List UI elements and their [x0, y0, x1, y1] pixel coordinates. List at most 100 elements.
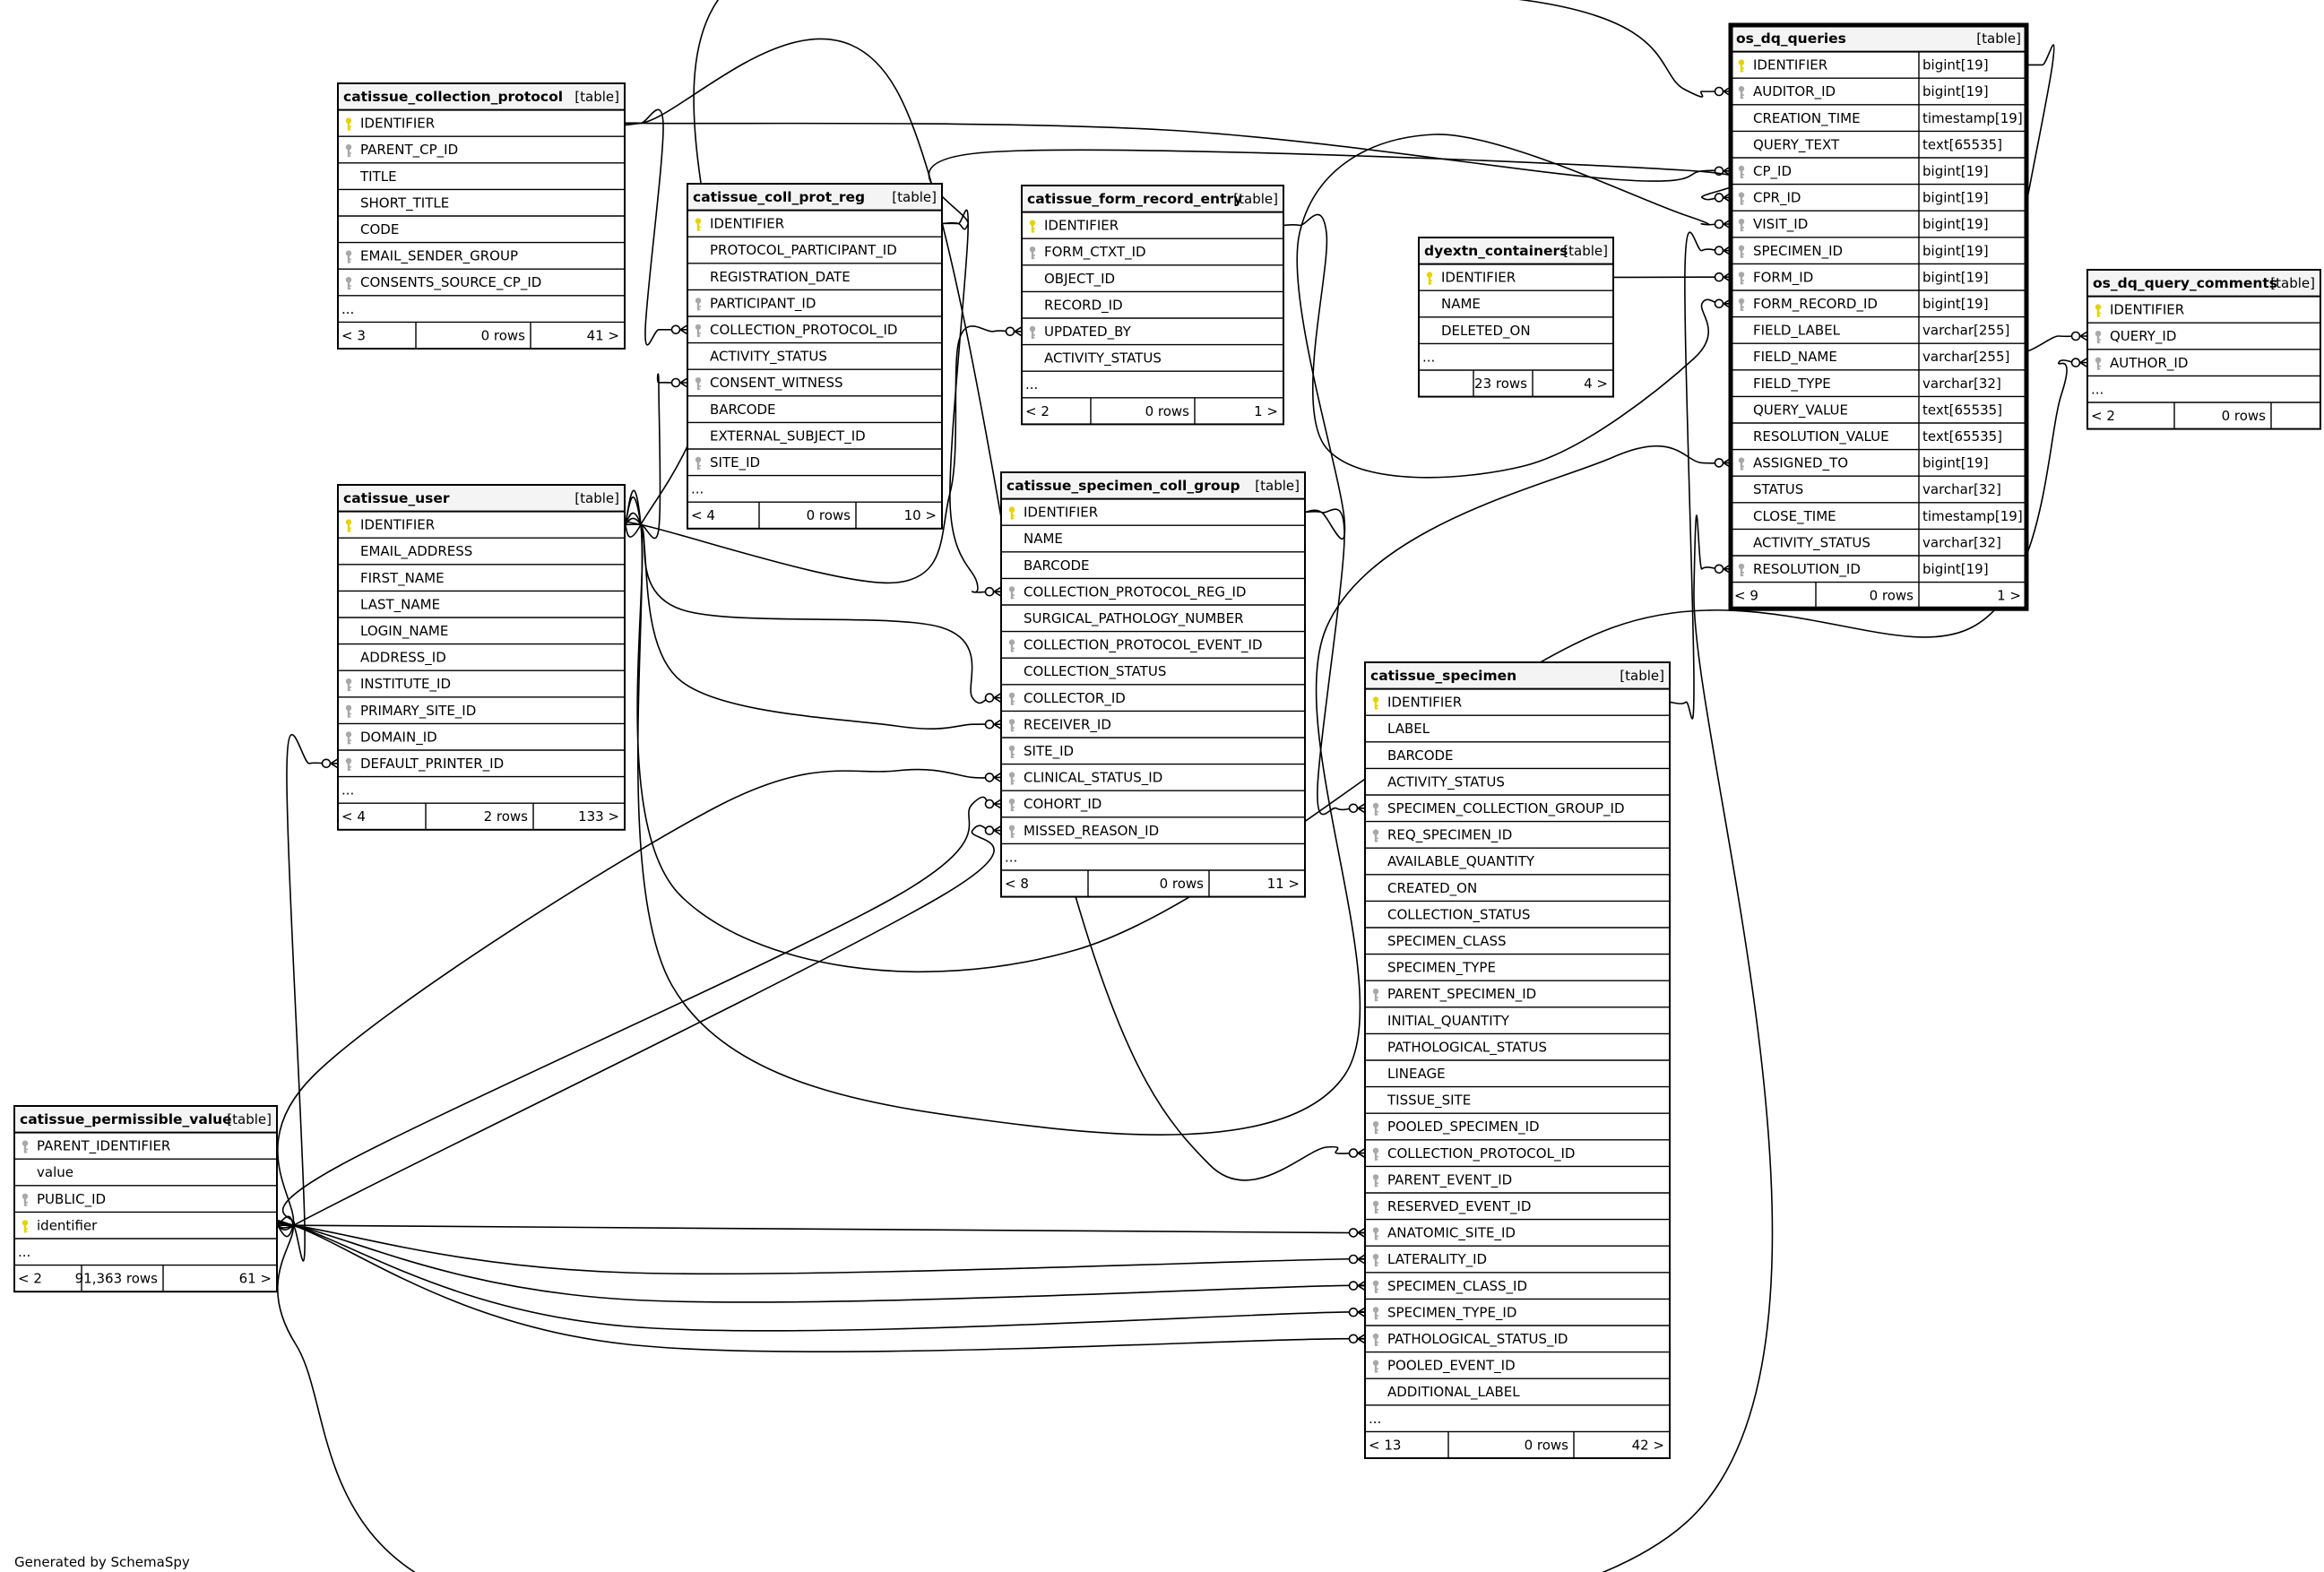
column-row[interactable]: SURGICAL_PATHOLOGY_NUMBER — [1024, 610, 1244, 627]
column-row[interactable]: INSTITUTE_ID — [345, 676, 451, 693]
column-row[interactable]: COLLECTION_STATUS — [1387, 906, 1530, 923]
column-row[interactable]: COLLECTION_STATUS — [1024, 663, 1166, 680]
column-row[interactable]: PARENT_CP_ID — [345, 142, 458, 159]
column-row[interactable]: IDENTIFIER — [345, 116, 435, 132]
column-row[interactable]: LABEL — [1387, 721, 1430, 737]
table-catissue-collection-protocol[interactable]: catissue_collection_protocol[table]IDENT… — [337, 82, 626, 350]
column-row[interactable]: PARENT_EVENT_ID — [1372, 1171, 1512, 1188]
column-row[interactable]: QUERY_ID — [2095, 328, 2177, 345]
column-row[interactable]: DELETED_ON — [1441, 323, 1531, 340]
column-row[interactable]: LINEAGE — [1387, 1066, 1446, 1082]
column-row[interactable]: IDENTIFIER — [1029, 218, 1119, 234]
column-row[interactable]: ANATOMIC_SITE_ID — [1372, 1225, 1516, 1242]
column-row[interactable]: AVAILABLE_QUANTITY — [1387, 853, 1535, 870]
column-row[interactable]: SHORT_TITLE — [360, 194, 449, 212]
column-row[interactable]: UPDATED_BY — [1029, 324, 1132, 341]
column-row[interactable]: COLLECTION_PROTOCOL_ID — [695, 322, 898, 339]
column-row[interactable]: IDENTIFIER — [345, 517, 435, 533]
column-row[interactable]: RECORD_ID — [1044, 297, 1123, 314]
column-row[interactable]: COLLECTION_PROTOCOL_ID — [1372, 1145, 1576, 1162]
column-row[interactable]: CONSENT_WITNESS — [695, 375, 843, 392]
column-row[interactable]: INITIAL_QUANTITY — [1387, 1013, 1510, 1030]
column-row[interactable]: PROTOCOL_PARTICIPANT_ID — [710, 242, 897, 259]
table-catissue-specimen-coll-group[interactable]: catissue_specimen_coll_group[table]IDENT… — [1000, 471, 1306, 898]
column-row[interactable]: SPECIMEN_TYPE_ID — [1372, 1304, 1517, 1321]
column-row[interactable]: IDENTIFIER — [695, 216, 784, 232]
column-row[interactable]: IDENTIFIER — [1426, 270, 1516, 286]
column-row[interactable]: DOMAIN_ID — [345, 729, 437, 746]
column-row[interactable]: TISSUE_SITE — [1387, 1093, 1471, 1110]
column-row[interactable]: POOLED_SPECIMEN_ID — [1372, 1119, 1540, 1136]
column-row[interactable]: MISSED_REASON_ID — [1008, 823, 1159, 840]
column-row[interactable]: ADDITIONAL_LABEL — [1387, 1384, 1520, 1401]
column-row[interactable]: FIRST_NAME — [360, 570, 445, 587]
column-row[interactable]: PARENT_IDENTIFIER — [22, 1138, 171, 1155]
column-row[interactable]: PRIMARY_SITE_ID — [345, 703, 476, 720]
column-row[interactable]: PARENT_SPECIMEN_ID — [1372, 986, 1536, 1003]
column-row[interactable]: CREATED_ON — [1387, 880, 1477, 897]
column-row[interactable]: REQ_SPECIMEN_ID — [1372, 827, 1512, 844]
column-row[interactable]: NAME — [1024, 531, 1063, 547]
column-row[interactable]: RESERVED_EVENT_ID — [1372, 1198, 1532, 1215]
column-row[interactable]: PATHOLOGICAL_STATUS — [1387, 1039, 1547, 1056]
column-row[interactable]: AUTHOR_ID — [2095, 355, 2189, 372]
column-row[interactable]: BARCODE — [710, 402, 776, 418]
column-row[interactable]: PUBLIC_ID — [22, 1191, 106, 1208]
column-row[interactable]: CODE — [360, 221, 399, 238]
column-row[interactable]: IDENTIFIER — [1372, 695, 1462, 711]
column-row[interactable]: ACTIVITY_STATUS — [710, 349, 827, 366]
column-row[interactable]: ACTIVITY_STATUS — [1387, 773, 1505, 790]
column-row[interactable]: EMAIL_SENDER_GROUP — [345, 248, 518, 265]
column-row[interactable]: ADDRESS_ID — [360, 650, 446, 667]
column-row[interactable]: COHORT_ID — [1008, 796, 1102, 813]
column-row[interactable]: SPECIMEN_TYPE — [1387, 960, 1496, 977]
column-row[interactable]: COLLECTION_PROTOCOL_EVENT_ID — [1008, 637, 1263, 654]
column-row[interactable]: SITE_ID — [695, 454, 760, 471]
column-row[interactable]: LATERALITY_ID — [1372, 1251, 1487, 1268]
column-row[interactable]: POOLED_EVENT_ID — [1372, 1358, 1516, 1375]
table-os-dq-query-comments[interactable]: os_dq_query_comments[table]IDENTIFIERQUE… — [2086, 269, 2321, 430]
table-catissue-specimen[interactable]: catissue_specimen[table]IDENTIFIERLABELB… — [1364, 661, 1671, 1459]
table-catissue-user[interactable]: catissue_user[table]IDENTIFIEREMAIL_ADDR… — [337, 484, 626, 831]
table-catissue-permissible-value[interactable]: catissue_permissible_value[table]PARENT_… — [13, 1105, 278, 1293]
column-row[interactable]: SITE_ID — [1008, 743, 1074, 760]
column-row[interactable]: EXTERNAL_SUBJECT_ID — [710, 428, 866, 445]
column-row[interactable]: RECEIVER_ID — [1008, 716, 1111, 733]
column-row[interactable]: FORM_CTXT_ID — [1029, 244, 1146, 261]
table-catissue-form-record-entry[interactable]: catissue_form_record_entry[table]IDENTIF… — [1021, 185, 1284, 426]
column-row[interactable]: SPECIMEN_CLASS — [1387, 933, 1507, 950]
table-catissue-coll-prot-reg[interactable]: catissue_coll_prot_reg[table]IDENTIFIERP… — [687, 183, 943, 530]
column-row[interactable]: EMAIL_ADDRESS — [360, 543, 472, 560]
column-row[interactable]: OBJECT_ID — [1044, 271, 1115, 288]
column-row[interactable]: identifier — [22, 1217, 98, 1233]
column-row[interactable]: ACTIVITY_STATUS — [1044, 350, 1162, 367]
column-row[interactable]: TITLE — [359, 168, 397, 185]
column-row[interactable]: PATHOLOGICAL_STATUS_ID — [1372, 1331, 1568, 1348]
column-row[interactable]: PARTICIPANT_ID — [695, 295, 816, 312]
column-row[interactable]: BARCODE — [1024, 557, 1090, 574]
column-row[interactable]: CLINICAL_STATUS_ID — [1008, 770, 1162, 787]
column-row[interactable]: BARCODE — [1387, 747, 1454, 764]
column-row[interactable]: IDENTIFIER — [2095, 302, 2184, 318]
column-row[interactable]: LOGIN_NAME — [360, 623, 448, 640]
table-dyextn-containers[interactable]: dyextn_containers[table]IDENTIFIERNAMEDE… — [1418, 237, 1614, 398]
column-row[interactable]: COLLECTOR_ID — [1008, 690, 1126, 707]
